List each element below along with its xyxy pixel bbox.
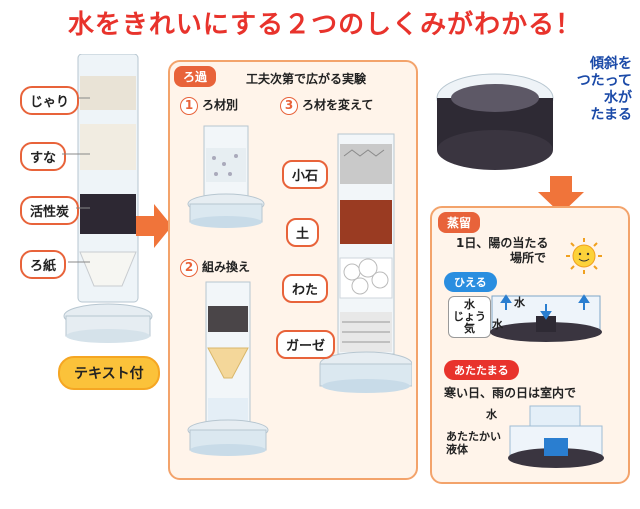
cooling-distiller-illustration <box>490 294 602 342</box>
sunny-text: 1日、陽の当たる 場所で <box>456 236 548 266</box>
down-arrow-icon <box>538 176 584 214</box>
water-label-1: 水 <box>514 296 525 309</box>
distillation-tag: 蒸留 <box>438 212 481 233</box>
water-label-2: 水 <box>492 318 503 331</box>
filtration-subtitle: 工夫次第で広がる実験 <box>246 72 367 86</box>
filtration-tag: ろ過 <box>174 66 217 87</box>
vapor-line-3: 気 <box>464 322 475 335</box>
step1-number: 1 <box>180 97 198 115</box>
caption-line-4: たまる <box>590 107 632 123</box>
label-activated-carbon: 活性炭 <box>20 196 80 225</box>
caption-line-2: つたって <box>576 73 632 89</box>
warm-liquid-line-2: 液体 <box>446 443 468 456</box>
sunny-line-2: 場所で <box>510 251 547 265</box>
caption-line-1: 傾斜を <box>590 56 632 72</box>
sun-icon <box>566 238 602 274</box>
filter-tube-illustration <box>63 54 153 343</box>
step2-cylinder-illustration <box>187 281 269 456</box>
material-soil: 土 <box>286 218 320 247</box>
step2-number: 2 <box>180 259 198 277</box>
rainy-day-text: 寒い日、雨の日は室内で <box>444 386 577 400</box>
vapor-line-1: 水 <box>464 298 475 311</box>
step1-header: 1 ろ材別 <box>180 96 238 115</box>
warm-liquid-label: あたたかい 液体 <box>446 430 501 456</box>
water-label-3: 水 <box>486 408 497 421</box>
step3-header: 3 ろ材を変えて <box>280 96 373 115</box>
material-pebbles: 小石 <box>282 160 329 189</box>
caption-line-3: 水が <box>604 90 632 106</box>
text-included-badge: テキスト付 <box>58 356 160 390</box>
step2-header: 2 組み換え <box>180 258 250 277</box>
warm-pill: あたたまる <box>444 360 519 380</box>
top-right-caption: 傾斜を つたって 水が たまる <box>540 56 632 124</box>
label-sand: すな <box>20 142 67 171</box>
warm-liquid-line-1: あたたかい <box>446 430 501 443</box>
cool-pill: ひえる <box>444 272 497 292</box>
sunny-line-1: 1日、陽の当たる <box>456 236 549 250</box>
step1-cylinder-illustration <box>187 125 265 228</box>
material-cotton: わた <box>282 274 329 303</box>
step1-label: ろ材別 <box>202 98 239 112</box>
step3-column-illustration <box>319 133 412 393</box>
label-filter-paper: ろ紙 <box>20 250 67 279</box>
step3-number: 3 <box>280 97 298 115</box>
label-connectors <box>62 97 90 263</box>
material-gauze: ガーゼ <box>276 330 336 359</box>
warming-distiller-illustration <box>508 405 604 468</box>
step3-label: ろ材を変えて <box>302 98 374 112</box>
page-title: 水をきれいにする２つのしくみがわかる！ <box>67 10 583 40</box>
step2-label: 組み換え <box>202 260 251 274</box>
vapor-line-2: じょう <box>453 310 486 323</box>
label-gravel: じゃり <box>20 86 80 115</box>
vapor-label: 水 じょう 気 <box>448 296 491 338</box>
distiller-bowl-illustration <box>436 73 554 170</box>
right-arrow-icon <box>136 204 172 248</box>
